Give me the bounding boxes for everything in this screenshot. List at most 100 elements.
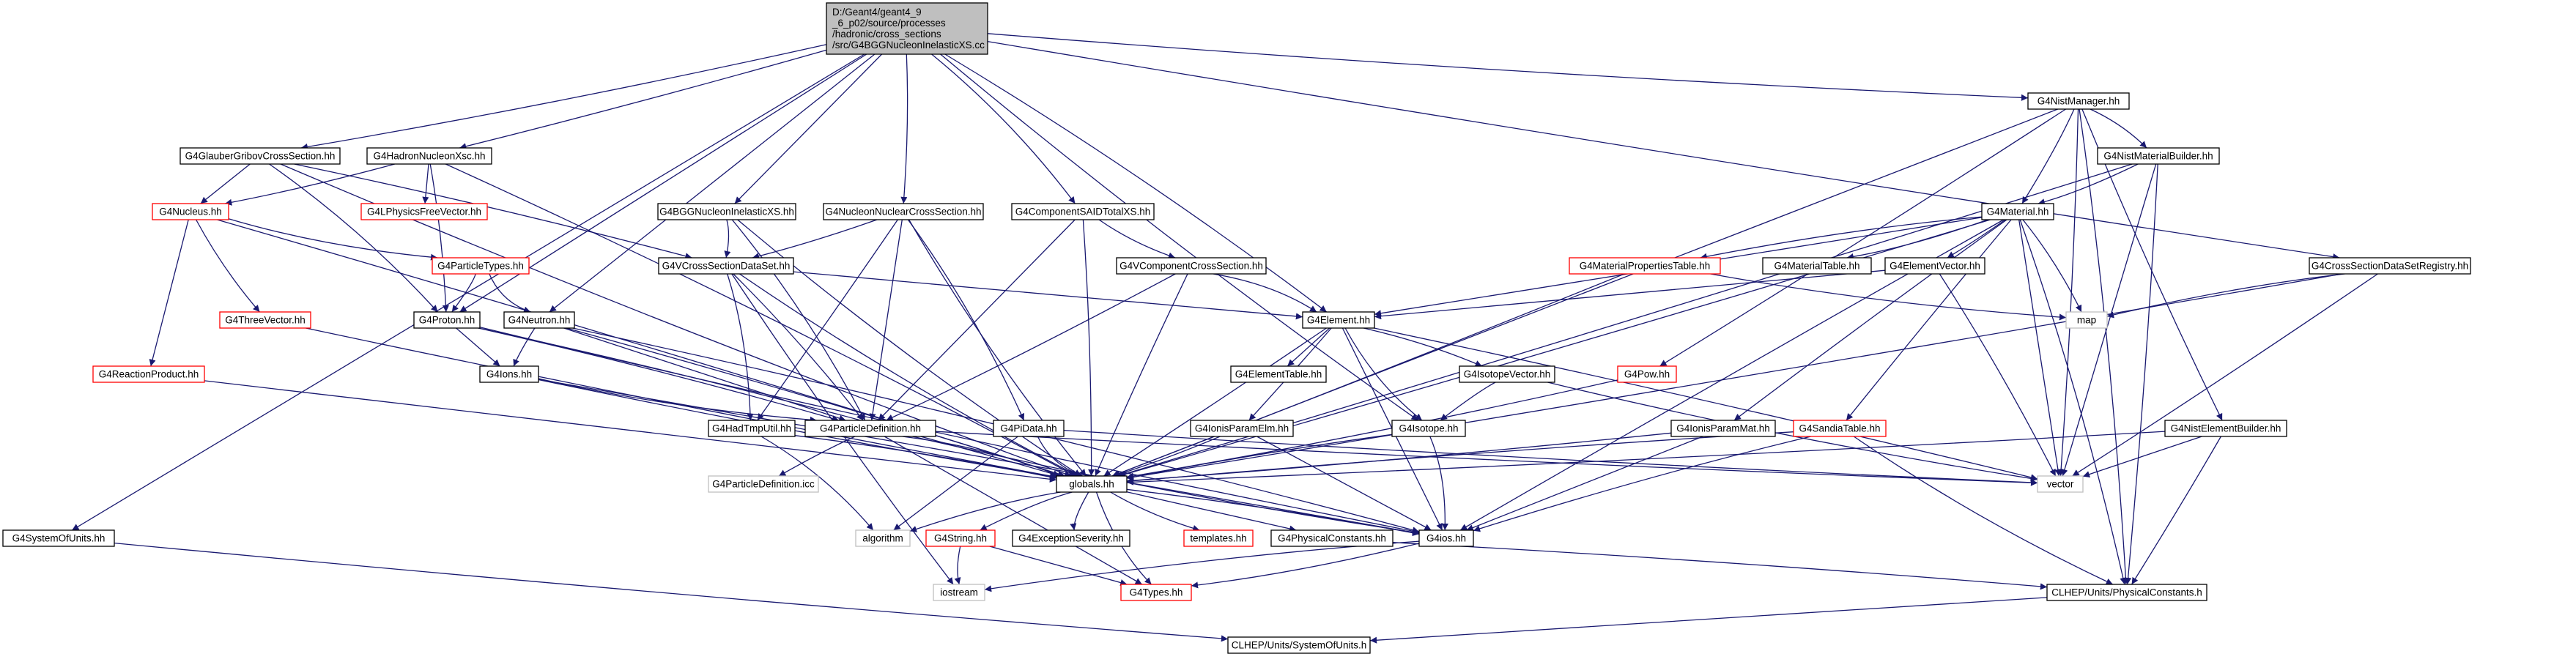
node-ions[interactable]: G4Ions.hh bbox=[479, 365, 539, 383]
node-label-isotope-0: G4Isotope.hh bbox=[1399, 423, 1458, 434]
edge-vcsds-to-partdef bbox=[733, 273, 864, 421]
edge-root-to-hadxsc bbox=[459, 49, 827, 150]
edge-g4string-to-g4types bbox=[989, 546, 1128, 586]
node-hadxsc[interactable]: G4HadronNucleonXsc.hh bbox=[366, 147, 492, 165]
node-material[interactable]: G4Material.hh bbox=[1981, 203, 2054, 220]
node-threevec[interactable]: G4ThreeVector.hh bbox=[219, 311, 311, 329]
edge-proton-to-ions bbox=[456, 327, 500, 367]
node-isovec[interactable]: G4IsotopeVector.hh bbox=[1459, 365, 1555, 383]
node-hadtmp[interactable]: G4HadTmpUtil.hh bbox=[708, 420, 796, 437]
edge-root-to-nistmgr bbox=[987, 33, 2029, 101]
edge-partdef-to-g4types bbox=[884, 436, 1143, 585]
node-label-clhepsys-0: CLHEP/Units/SystemOfUnits.h bbox=[1232, 640, 1367, 651]
node-compsai[interactable]: G4ComponentSAIDTotalXS.hh bbox=[1011, 203, 1155, 220]
node-neutron[interactable]: G4Neutron.hh bbox=[503, 311, 575, 329]
edge-pidata-to-globals bbox=[1037, 436, 1083, 477]
node-box-elemtable bbox=[1230, 365, 1327, 383]
node-nistmatb[interactable]: G4NistMaterialBuilder.hh bbox=[2097, 147, 2220, 165]
node-box-excsev bbox=[1012, 529, 1130, 547]
edge-nistmatb-to-material bbox=[2038, 163, 2139, 206]
edge-nistelem-to-globals bbox=[1126, 431, 2166, 486]
edge-root-to-isotope bbox=[940, 53, 1419, 421]
node-box-threevec bbox=[219, 311, 311, 329]
edge-hadxsc-to-lpfv bbox=[422, 163, 429, 204]
node-excsev[interactable]: G4ExceptionSeverity.hh bbox=[1012, 529, 1130, 547]
node-ionispe[interactable]: G4IonisParamElm.hh bbox=[1190, 420, 1294, 437]
edge-material-to-matprop bbox=[1700, 216, 1983, 260]
node-nistmgr[interactable]: G4NistManager.hh bbox=[2027, 92, 2130, 110]
node-pow[interactable]: G4Pow.hh bbox=[1617, 365, 1677, 383]
node-box-g4ios bbox=[1418, 529, 1474, 547]
node-box-map bbox=[2065, 311, 2108, 329]
edge-pidata-to-algorithm bbox=[893, 436, 1018, 531]
edge-ionispm-to-g4ios bbox=[1466, 436, 1703, 531]
node-sandia[interactable]: G4SandiaTable.hh bbox=[1793, 420, 1887, 437]
node-box-lpfv bbox=[360, 203, 488, 220]
node-box-vector bbox=[2037, 475, 2084, 493]
edge-hadxsc-to-proton bbox=[429, 163, 449, 313]
edge-bggh-to-partdef bbox=[731, 219, 866, 421]
node-matprop[interactable]: G4MaterialPropertiesTable.hh bbox=[1569, 257, 1721, 275]
node-proton[interactable]: G4Proton.hh bbox=[413, 311, 481, 329]
edge-physconst-to-clhepphys bbox=[1392, 542, 2048, 590]
node-label-g4string-0: G4String.hh bbox=[934, 533, 987, 544]
node-g4types[interactable]: G4Types.hh bbox=[1120, 584, 1192, 601]
node-box-sandia bbox=[1793, 420, 1887, 437]
node-label-compsai-0: G4ComponentSAIDTotalXS.hh bbox=[1015, 207, 1151, 217]
edge-vcsds-to-element bbox=[793, 271, 1303, 320]
node-g4string[interactable]: G4String.hh bbox=[925, 529, 996, 547]
edge-globals-to-excsev bbox=[1070, 491, 1089, 531]
edge-root-to-proton bbox=[459, 53, 867, 313]
node-ionispm[interactable]: G4IonisParamMat.hh bbox=[1670, 420, 1776, 437]
node-globals[interactable]: globals.hh bbox=[1056, 475, 1128, 493]
node-partdef[interactable]: G4ParticleDefinition.hh bbox=[804, 420, 936, 437]
node-glauber[interactable]: G4GlauberGribovCrossSection.hh bbox=[179, 147, 341, 165]
node-element[interactable]: G4Element.hh bbox=[1302, 311, 1375, 329]
node-box-iostream bbox=[933, 584, 985, 601]
edge-ionispe-to-globals bbox=[1113, 436, 1221, 477]
node-templates[interactable]: templates.hh bbox=[1183, 529, 1254, 547]
node-parttypes[interactable]: G4ParticleTypes.hh bbox=[432, 257, 530, 275]
node-reactprod[interactable]: G4ReactionProduct.hh bbox=[92, 365, 205, 383]
edge-partdef-to-vector bbox=[935, 431, 2038, 486]
node-box-pidata bbox=[993, 420, 1065, 437]
node-box-vcsds bbox=[658, 257, 794, 275]
node-box-root bbox=[826, 2, 988, 55]
node-label-hadxsc-0: G4HadronNucleonXsc.hh bbox=[373, 151, 485, 162]
node-sysunits[interactable]: G4SystemOfUnits.hh bbox=[2, 529, 115, 547]
node-csdsreg[interactable]: G4CrossSectionDataSetRegistry.hh bbox=[2309, 257, 2471, 275]
node-physconst[interactable]: G4PhysicalConstants.hh bbox=[1270, 529, 1394, 547]
node-bggh[interactable]: G4BGGNucleonInelasticXS.hh bbox=[657, 203, 796, 220]
node-vcompcs[interactable]: G4VComponentCrossSection.hh bbox=[1116, 257, 1267, 275]
node-elemtable[interactable]: G4ElementTable.hh bbox=[1230, 365, 1327, 383]
node-label-iostream-0: iostream bbox=[940, 587, 978, 598]
edge-proton-to-g4ios bbox=[479, 327, 1420, 535]
node-nucleus[interactable]: G4Nucleus.hh bbox=[152, 203, 229, 220]
node-label-reactprod-0: G4ReactionProduct.hh bbox=[99, 369, 199, 380]
node-clhepsys[interactable]: CLHEP/Units/SystemOfUnits.h bbox=[1227, 636, 1371, 654]
node-label-glauber-0: G4GlauberGribovCrossSection.hh bbox=[185, 151, 336, 162]
node-box-algorithm bbox=[855, 529, 911, 547]
node-clhepphys[interactable]: CLHEP/Units/PhysicalConstants.h bbox=[2046, 584, 2207, 601]
node-box-nistelem bbox=[2164, 420, 2287, 437]
node-box-elemvec bbox=[1884, 257, 1985, 275]
edge-hadxsc-to-nucleus bbox=[225, 163, 395, 206]
edge-ionispe-to-g4ios bbox=[1256, 436, 1432, 531]
node-nncs[interactable]: G4NucleonNuclearCrossSection.hh bbox=[823, 203, 984, 220]
node-mattable[interactable]: G4MaterialTable.hh bbox=[1762, 257, 1872, 275]
node-g4ios[interactable]: G4ios.hh bbox=[1418, 529, 1474, 547]
node-elemvec[interactable]: G4ElementVector.hh bbox=[1884, 257, 1985, 275]
node-box-g4types bbox=[1120, 584, 1192, 601]
node-pidata[interactable]: G4PiData.hh bbox=[993, 420, 1065, 437]
edge-globals-to-templates bbox=[1110, 491, 1200, 532]
node-nistelem[interactable]: G4NistElementBuilder.hh bbox=[2164, 420, 2287, 437]
node-box-isovec bbox=[1459, 365, 1555, 383]
node-label-algorithm-0: algorithm bbox=[862, 533, 903, 544]
edge-sandia-to-globals bbox=[1126, 431, 1794, 485]
node-label-vector-0: vector bbox=[2047, 479, 2074, 490]
node-isotope[interactable]: G4Isotope.hh bbox=[1391, 420, 1466, 437]
node-vcsds[interactable]: G4VCrossSectionDataSet.hh bbox=[658, 257, 794, 275]
edge-elemvec-to-vector bbox=[1939, 273, 2057, 477]
node-lpfv[interactable]: G4LPhysicsFreeVector.hh bbox=[360, 203, 488, 220]
